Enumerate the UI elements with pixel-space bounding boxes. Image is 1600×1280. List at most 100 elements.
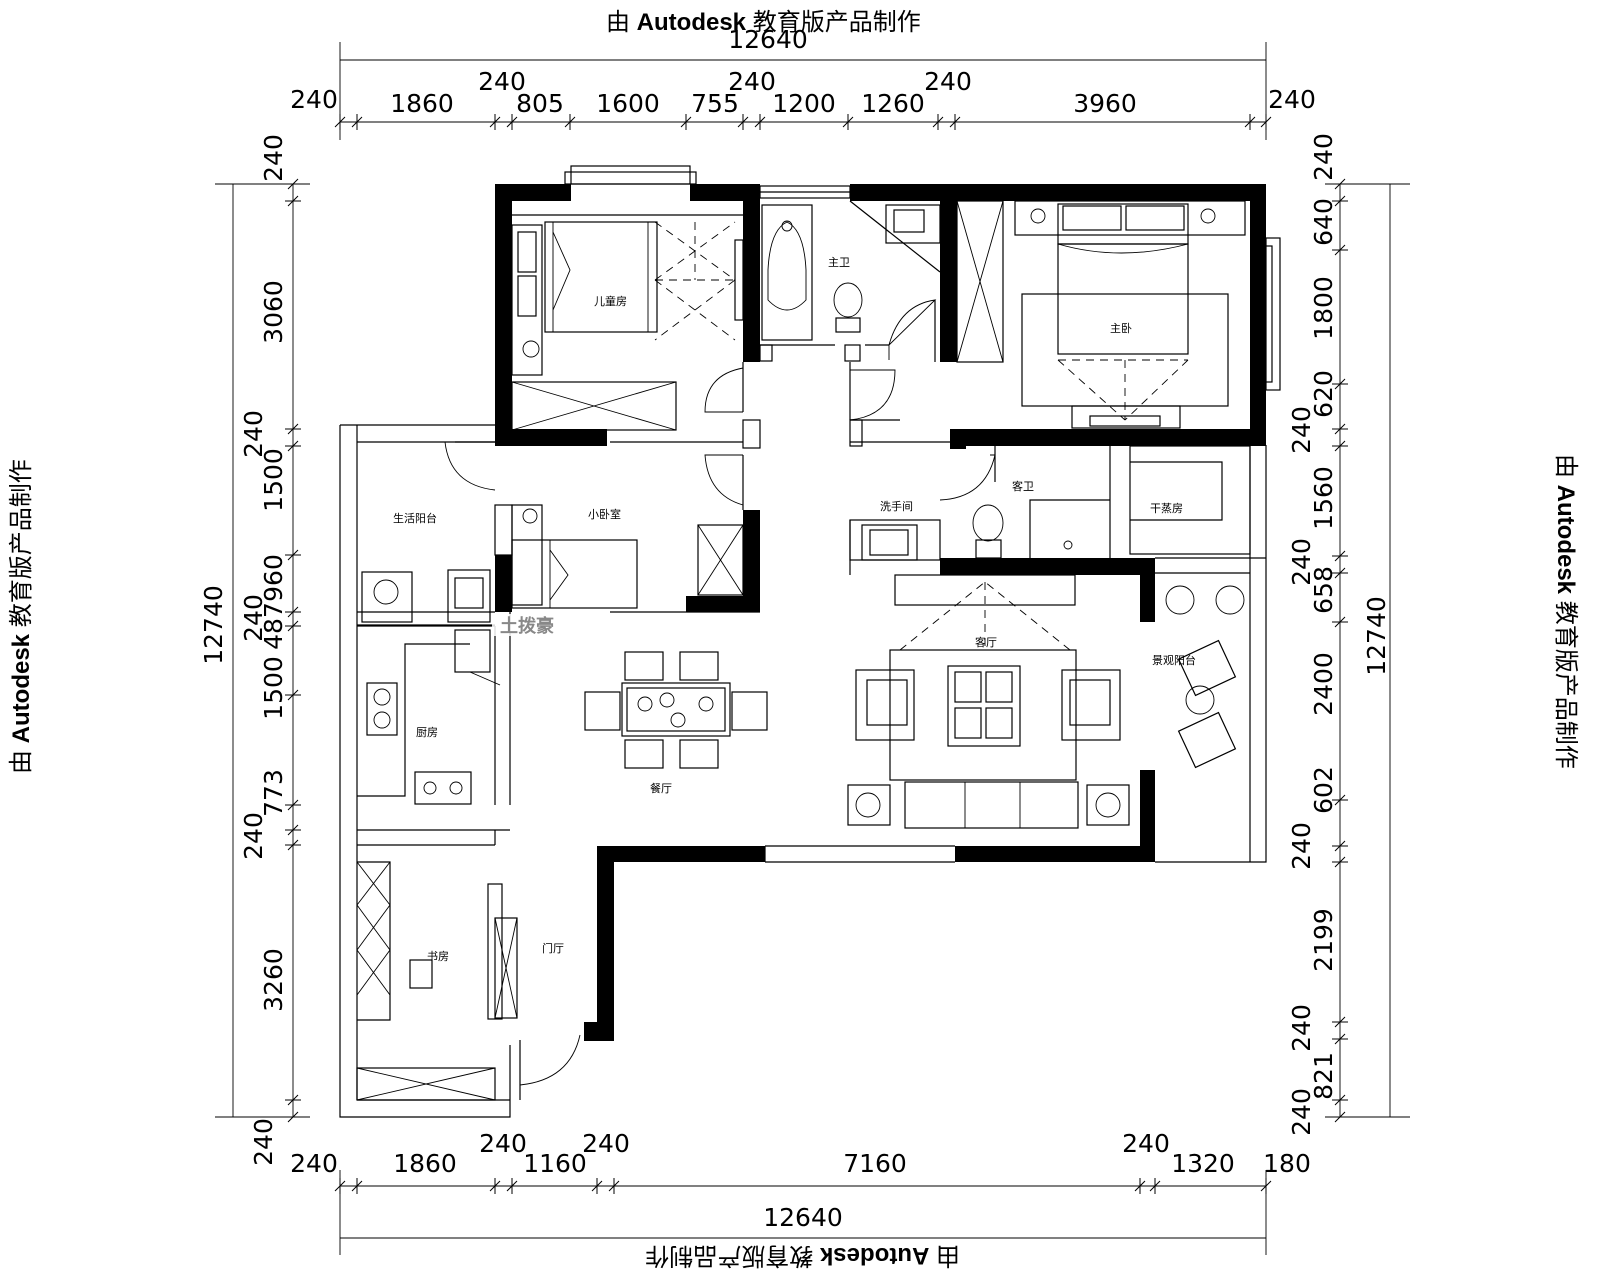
dimension-tick <box>608 1180 620 1192</box>
dim-left-seg: 960 <box>259 554 288 602</box>
dimension-tick <box>754 116 766 128</box>
dim-left-seg: 773 <box>259 769 288 817</box>
dim-right-total: 12740 <box>1362 596 1391 676</box>
dim-top-seg: 1260 <box>861 89 925 118</box>
dim-right-seg: 640 <box>1309 198 1338 246</box>
dimension-tick <box>591 1180 603 1192</box>
dim-right-seg: 821 <box>1309 1052 1338 1100</box>
dimension-tick <box>564 116 576 128</box>
dimension-tick <box>287 839 299 851</box>
room-label-study: 书房 <box>427 950 449 963</box>
room-label-master-bedroom: 主卧 <box>1110 322 1132 335</box>
small-bedroom: 小卧室 <box>494 504 744 609</box>
left-dimensions: 12740 240 3060 240 1500 960 240 487 1500… <box>199 134 288 1166</box>
dim-top-seg: 1860 <box>390 89 454 118</box>
dimension-tick <box>287 689 299 701</box>
dim-right-seg: 240 <box>1287 538 1316 586</box>
dimension-tick <box>1334 856 1346 868</box>
study-foyer: 书房 门厅 <box>356 861 581 1101</box>
kitchen: 厨房 <box>366 629 501 805</box>
dimension-tick <box>1334 423 1346 435</box>
dimension-tick <box>506 1180 518 1192</box>
watermark-suffix: 教育版产品制作 <box>752 9 921 36</box>
dim-right-seg: 240 <box>1287 1088 1316 1136</box>
dimension-tick <box>680 116 692 128</box>
room-label-kitchen: 厨房 <box>416 726 438 739</box>
dimension-tick <box>949 116 961 128</box>
dimension-tick <box>287 549 299 561</box>
master-bath: 主卫 <box>759 200 941 362</box>
watermark-top: 由 Autodesk 教育版产品制作 <box>606 2 921 37</box>
dim-right-seg: 2400 <box>1309 652 1338 716</box>
dim-top-total: 12640 <box>728 25 808 54</box>
dimension-tick <box>842 116 854 128</box>
dimension-tick <box>287 178 299 190</box>
dim-top-seg: 240 <box>924 67 972 96</box>
room-label-foyer: 门厅 <box>542 941 564 955</box>
dimension-tick <box>287 195 299 207</box>
children-room: 儿童房 <box>511 214 744 431</box>
corridor-doors <box>444 362 950 510</box>
dimension-tick <box>287 606 299 618</box>
dimension-tick <box>1334 1016 1346 1028</box>
dim-bottom-seg: 240 <box>1122 1129 1170 1158</box>
dimension-tick <box>287 1094 299 1106</box>
dim-left-seg: 240 <box>239 812 268 860</box>
room-label-powder: 洗手间 <box>880 499 913 513</box>
dim-bottom-seg: 1860 <box>393 1149 457 1178</box>
living: 客厅 <box>847 574 1130 829</box>
dining: 餐厅 <box>584 651 768 795</box>
dim-bottom-seg: 7160 <box>843 1149 907 1178</box>
dim-bottom-seg: 180 <box>1263 1149 1311 1178</box>
dimension-ticks <box>285 114 1348 1194</box>
dim-left-seg: 240 <box>239 410 268 458</box>
outline-thin <box>339 424 1267 1118</box>
dim-bottom-seg: 1320 <box>1171 1149 1235 1178</box>
dim-left-seg: 240 <box>259 134 288 182</box>
dim-top-seg: 755 <box>691 89 739 118</box>
dimension-tick <box>1134 1180 1146 1192</box>
dimension-tick <box>1334 1033 1346 1045</box>
room-label-sauna: 干蒸房 <box>1150 502 1183 515</box>
watermark-prefix: 由 <box>606 9 630 36</box>
view-balcony: 景观阳台 <box>1152 585 1245 769</box>
dimension-tick <box>1334 794 1346 806</box>
dim-top-seg: 240 <box>478 67 526 96</box>
dim-top-seg: 1200 <box>772 89 836 118</box>
dimension-tick <box>287 620 299 632</box>
dim-bottom-seg: 240 <box>479 1129 527 1158</box>
room-label-dining: 餐厅 <box>650 781 672 795</box>
room-label-living-balcony: 生活阳台 <box>393 511 437 525</box>
master-bedroom: 主卧 <box>956 200 1246 429</box>
dim-right-seg: 2199 <box>1309 908 1338 972</box>
dimension-tick <box>351 116 363 128</box>
dimension-tick <box>1334 1094 1346 1106</box>
overlay-logo-text: 土拨豪 <box>500 615 554 637</box>
dim-left-total: 12740 <box>199 585 228 665</box>
dim-bottom-total: 12640 <box>763 1203 843 1232</box>
dim-left-seg: 3260 <box>259 948 288 1012</box>
dim-top-seg: 3960 <box>1073 89 1137 118</box>
dim-right-seg: 1560 <box>1309 466 1338 530</box>
dimension-tick <box>334 116 346 128</box>
dimension-tick <box>489 1180 501 1192</box>
room-label-living: 客厅 <box>975 635 997 649</box>
room-label-master-bath: 主卫 <box>828 256 850 269</box>
room-label-view-balcony: 景观阳台 <box>1152 653 1196 667</box>
dimension-tick <box>1334 616 1346 628</box>
dim-right-seg: 240 <box>1287 406 1316 454</box>
dim-left-seg: 1500 <box>259 656 288 720</box>
room-label-small-bedroom: 小卧室 <box>588 507 621 521</box>
dim-top-seg: 1600 <box>596 89 660 118</box>
right-dimensions: 12740 240 640 1800 620 240 1560 240 658 … <box>1287 133 1391 1136</box>
dim-bottom-seg: 1160 <box>523 1149 587 1178</box>
dimension-tick <box>1260 116 1272 128</box>
dim-right-seg: 658 <box>1309 566 1338 614</box>
dimension-tick <box>351 1180 363 1192</box>
room-label-guest-bath: 客卫 <box>1012 479 1034 493</box>
dimension-tick <box>489 116 501 128</box>
dim-left-seg: 487 <box>259 602 288 650</box>
dimension-tick <box>1334 1111 1346 1123</box>
dimension-tick <box>287 799 299 811</box>
